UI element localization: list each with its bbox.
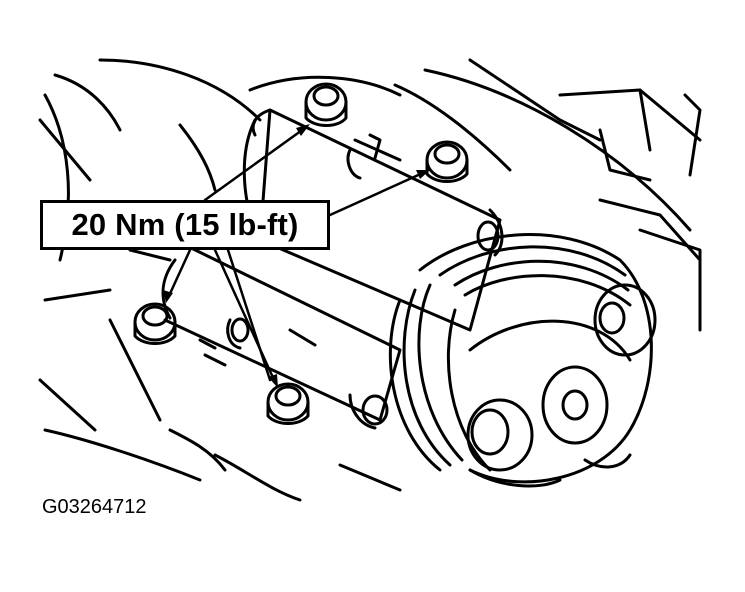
pulley-assembly bbox=[388, 233, 657, 488]
torque-spec-callout: 20 Nm (15 lb-ft) bbox=[40, 200, 330, 250]
bolt-bottom bbox=[266, 382, 310, 425]
bolt-left bbox=[133, 302, 177, 345]
engine-background-lines bbox=[38, 58, 702, 502]
bolt-top bbox=[304, 82, 348, 127]
figure-id: G03264712 bbox=[42, 496, 147, 518]
arrowheads bbox=[163, 124, 430, 388]
callout-leader-lines bbox=[166, 126, 427, 384]
bolt-upper-right bbox=[425, 140, 469, 183]
torque-spec-text: 20 Nm (15 lb-ft) bbox=[71, 207, 299, 242]
